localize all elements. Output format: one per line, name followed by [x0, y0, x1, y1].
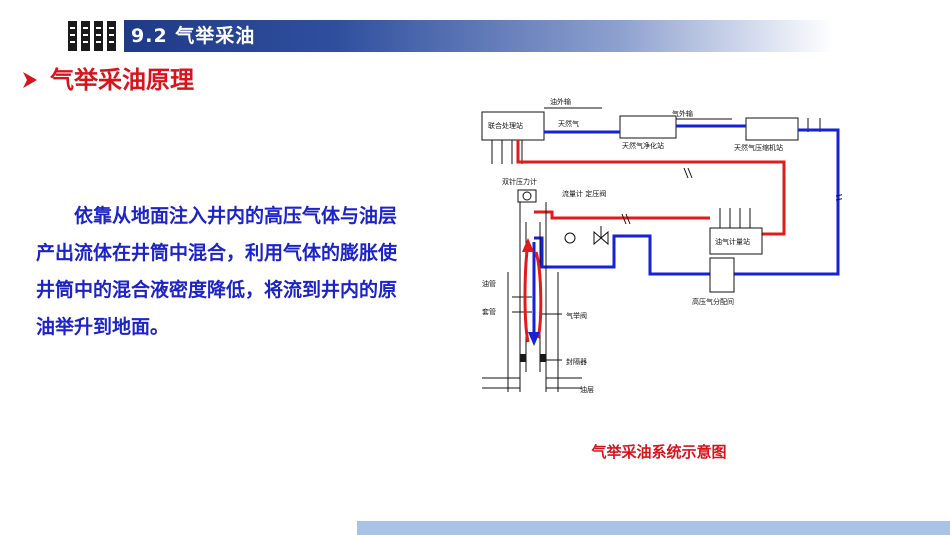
- gas-lift-diagram: 联合处理站 油外输 气外输 天然气 天然气净化站 天然气压缩机站 油气计量站: [481, 97, 842, 394]
- body-paragraph: 依靠从地面注入井内的高压气体与油层产出流体在井筒中混合，利用气体的膨胀使井筒中的…: [36, 205, 398, 338]
- label-casing: 套管: [482, 307, 496, 316]
- diagram-caption: 气举采油系统示意图: [591, 443, 727, 461]
- label-hp-gas-distribution: 高压气分配间: [692, 297, 734, 306]
- label-gas-compressor: 天然气压缩机站: [734, 143, 783, 152]
- label-gas-purification: 天然气净化站: [622, 141, 664, 150]
- label-oil-gas-metering: 油气计量站: [715, 237, 750, 246]
- label-oil-export: 油外输: [550, 97, 571, 106]
- body-text: 依靠从地面注入井内的高压气体与油层产出流体在井筒中混合，利用气体的膨胀使井筒中的…: [36, 198, 408, 346]
- label-dual-pressure-gauge: 双针压力计: [502, 177, 537, 186]
- label-tubing: 油管: [482, 279, 496, 288]
- book-stack-icon: [68, 21, 116, 51]
- label-flowmeter-valve: 流量计 定压阀: [562, 189, 606, 198]
- label-natural-gas: 天然气: [558, 119, 579, 128]
- header-bar: [124, 20, 834, 52]
- footer-bar: [357, 521, 950, 535]
- label-gas-lift-valve: 气举阀: [566, 311, 587, 320]
- label-packer: 封隔器: [566, 357, 587, 366]
- label-oil-layer: 油层: [580, 385, 594, 394]
- label-joint-station: 联合处理站: [488, 121, 523, 130]
- label-gas-export: 气外输: [672, 109, 693, 118]
- section-title: 气举采油原理: [50, 66, 194, 94]
- arrow-right-icon: [23, 72, 37, 88]
- header-title: 9.2 气举采油: [131, 25, 256, 47]
